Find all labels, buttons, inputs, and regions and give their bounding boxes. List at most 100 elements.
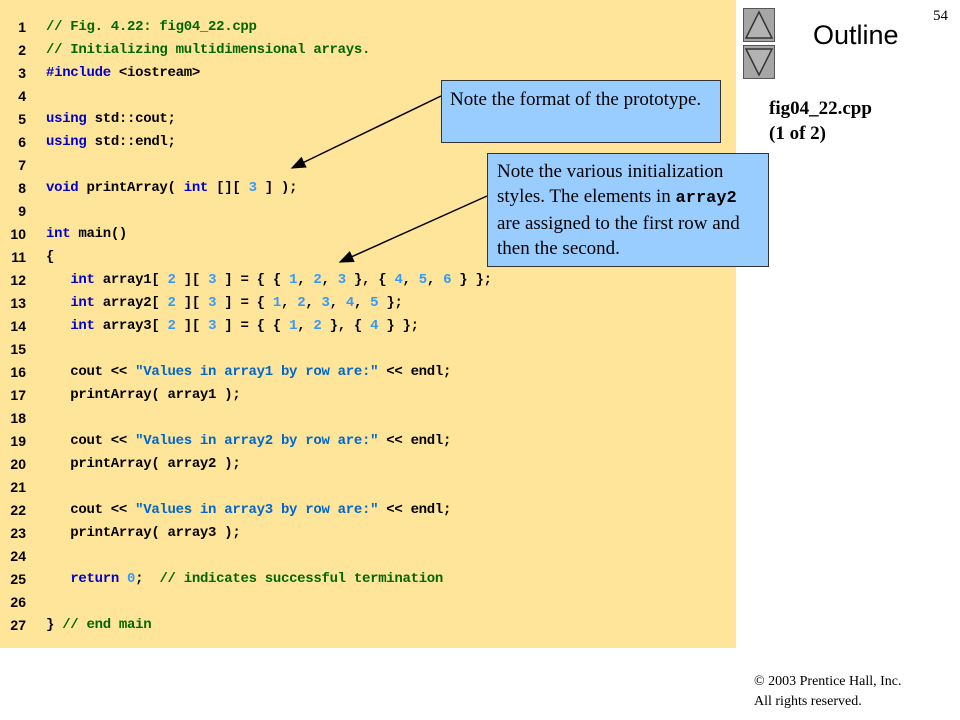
line-number: 4 xyxy=(18,88,26,104)
line-number: 10 xyxy=(10,226,26,242)
code-token: printArray( array3 ); xyxy=(46,525,241,541)
code-token: 3 xyxy=(337,272,346,288)
code-token xyxy=(46,318,70,334)
code-line: 2 // Initializing multidimensional arrays… xyxy=(0,39,736,62)
code-line: 21 xyxy=(0,476,736,499)
code-token: printArray( xyxy=(78,180,184,196)
code-text: printArray( array1 ); xyxy=(46,384,240,407)
triangle-up-icon xyxy=(744,10,774,39)
code-line: 7 xyxy=(0,154,736,177)
code-token: "Values in array2 by row are:" xyxy=(135,433,379,449)
code-token: , xyxy=(402,272,419,288)
code-token: , xyxy=(297,272,314,288)
code-text: int array2[ 2 ][ 3 ] = { 1, 2, 3, 4, 5 }… xyxy=(46,292,403,315)
code-token: "Values in array3 by row are:" xyxy=(135,502,379,518)
copyright-line1: © 2003 Prentice Hall, Inc. xyxy=(754,674,902,689)
line-number: 15 xyxy=(10,341,26,357)
code-line: 8 void printArray( int [][ 3 ] ); xyxy=(0,177,736,200)
line-number: 23 xyxy=(10,525,26,541)
code-line: 26 xyxy=(0,591,736,614)
line-number: 2 xyxy=(18,42,26,58)
code-token: ] = { { xyxy=(216,318,290,334)
line-number: 14 xyxy=(10,318,26,334)
line-number: 19 xyxy=(10,433,26,449)
code-token: printArray( array2 ); xyxy=(46,456,241,472)
code-text: // Fig. 4.22: fig04_22.cpp xyxy=(46,16,257,39)
code-token: array3[ xyxy=(94,318,168,334)
prototype-callout-text: Note the format of the prototype. xyxy=(450,89,702,110)
code-text: void printArray( int [][ 3 ] ); xyxy=(46,177,297,200)
code-token: 5 xyxy=(370,295,379,311)
code-token: 2 xyxy=(313,318,322,334)
code-token: 1 xyxy=(289,318,298,334)
slide-label: fig04_22.cpp (1 of 2) xyxy=(769,96,872,146)
line-number: 26 xyxy=(10,594,26,610)
code-text: int main() xyxy=(46,223,127,246)
code-token: <iostream> xyxy=(110,65,200,81)
copyright: © 2003 Prentice Hall, Inc. All rights re… xyxy=(754,672,902,712)
code-token: , xyxy=(297,318,314,334)
line-number: 27 xyxy=(10,617,26,633)
code-line: 20 printArray( array2 ); xyxy=(0,453,736,476)
line-number: 21 xyxy=(10,479,26,495)
code-token: 4 xyxy=(345,295,354,311)
code-token: // indicates successful termination xyxy=(159,571,444,587)
code-text: cout << "Values in array3 by row are:" <… xyxy=(46,499,451,522)
code-token: , xyxy=(321,272,338,288)
line-number: 16 xyxy=(10,364,26,380)
code-token: 2 xyxy=(167,272,176,288)
init-callout-code: array2 xyxy=(675,189,737,208)
line-number: 13 xyxy=(10,295,26,311)
line-number: 18 xyxy=(10,410,26,426)
code-token: 1 xyxy=(272,295,281,311)
slide-label-part: (1 of 2) xyxy=(769,123,826,144)
code-token: 6 xyxy=(443,272,452,288)
code-token: 3 xyxy=(321,295,330,311)
next-slide-button[interactable] xyxy=(743,45,775,79)
init-callout-text-before: Note the various initialization styles. … xyxy=(497,161,724,207)
code-token: // Fig. 4.22: fig04_22.cpp xyxy=(46,19,257,35)
init-callout: Note the various initialization styles. … xyxy=(487,153,769,267)
code-token: 2 xyxy=(167,295,176,311)
code-token: [][ xyxy=(208,180,249,196)
page-number: 54 xyxy=(933,8,948,24)
line-number: 7 xyxy=(18,157,26,173)
line-number: 20 xyxy=(10,456,26,472)
code-token: int xyxy=(70,318,95,334)
code-token: 3 xyxy=(208,295,217,311)
code-token: using xyxy=(46,134,87,150)
previous-slide-button[interactable] xyxy=(743,8,775,42)
code-token: 2 xyxy=(167,318,176,334)
code-token: ] ); xyxy=(256,180,298,196)
code-token: 4 xyxy=(394,272,403,288)
code-token: int xyxy=(70,295,95,311)
code-token: 2 xyxy=(313,272,322,288)
line-number: 8 xyxy=(18,180,26,196)
code-token: #include xyxy=(46,65,111,81)
code-token: int xyxy=(46,226,71,242)
code-token xyxy=(46,571,70,587)
code-token: } xyxy=(46,617,63,633)
line-number: 3 xyxy=(18,65,26,81)
line-number: 9 xyxy=(18,203,26,219)
code-token: 0 xyxy=(127,571,136,587)
code-token: << endl; xyxy=(378,433,452,449)
code-line: 13 int array2[ 2 ][ 3 ] = { 1, 2, 3, 4, … xyxy=(0,292,736,315)
copyright-line2: All rights reserved. xyxy=(754,694,862,709)
code-token: void xyxy=(46,180,79,196)
code-text: // Initializing multidimensional arrays. xyxy=(46,39,370,62)
code-token: { xyxy=(46,249,55,265)
code-line: 16 cout << "Values in array1 by row are:… xyxy=(0,361,736,384)
line-number: 6 xyxy=(18,134,26,150)
code-text: using std::cout; xyxy=(46,108,176,131)
code-token: return xyxy=(70,571,119,587)
outline-title: Outline xyxy=(813,20,899,50)
code-token: printArray( array1 ); xyxy=(46,387,241,403)
code-token xyxy=(46,272,70,288)
code-token: int xyxy=(183,180,209,196)
code-token: , xyxy=(281,295,298,311)
code-token: ][ xyxy=(175,318,209,334)
code-token: cout << xyxy=(46,364,136,380)
code-token: ][ xyxy=(175,272,209,288)
